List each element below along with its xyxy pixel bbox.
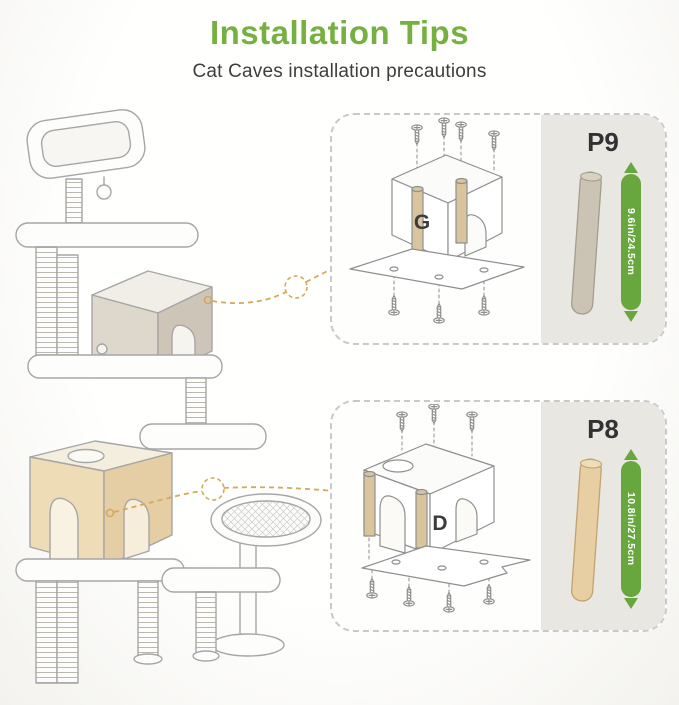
- page-subtitle: Cat Caves installation precautions: [192, 61, 487, 82]
- cave-label-g: G: [414, 211, 430, 234]
- pole-p9-illustration: [571, 171, 603, 315]
- measurement-p8: 10.8in/27.5cm: [620, 449, 642, 609]
- callout-circle: [284, 275, 308, 299]
- callout-connectors: [105, 267, 335, 518]
- support-posts: [363, 470, 428, 549]
- screw-icon: [433, 302, 445, 324]
- cave-g-exploded-diagram: G: [349, 117, 525, 324]
- corner-platform: [139, 423, 267, 450]
- page-title: Installation Tips: [209, 14, 470, 51]
- top-platform: [15, 222, 199, 248]
- part-detail-p9: P9 9.6in/24.5cm: [541, 115, 665, 343]
- round-base: [211, 633, 285, 657]
- screw-icon: [388, 294, 400, 316]
- scratch-post: [35, 580, 58, 684]
- scratch-post: [65, 178, 83, 224]
- cave-label-d: D: [432, 512, 447, 535]
- part-label-p9: P9: [587, 127, 619, 157]
- callout-circle: [201, 477, 225, 501]
- cave-d-box: [363, 443, 495, 555]
- pole-p8-illustration: [571, 458, 603, 602]
- part-detail-p8: P8 10.8in/27.5cm: [541, 402, 665, 630]
- cave-g-box: [391, 154, 503, 262]
- mid-platform: [27, 354, 223, 379]
- screw-icon: [478, 294, 490, 316]
- screw-icon: [403, 585, 415, 607]
- hammock-mesh: [221, 500, 311, 538]
- screw-icon: [438, 117, 450, 139]
- screw-icon: [428, 404, 440, 425]
- screw-icon: [483, 583, 495, 605]
- connector-to-panel-d: [105, 477, 335, 518]
- screws-top: [396, 404, 478, 433]
- screw-icon: [366, 577, 378, 599]
- scratch-post: [185, 377, 207, 425]
- scratch-post: [56, 580, 79, 684]
- cave-arch-opening: [464, 214, 487, 257]
- cave-arch-opening: [379, 495, 406, 554]
- screw-icon: [396, 411, 408, 433]
- connector-to-panel-g: [203, 267, 335, 305]
- arrow-down-icon: [624, 311, 638, 322]
- part-label-p8: P8: [587, 414, 619, 444]
- cave-top-hole: [382, 459, 414, 473]
- arrow-up-icon: [624, 449, 638, 460]
- measurement-label-p9: 9.6in/24.5cm: [621, 174, 641, 310]
- part-visual-p8: 10.8in/27.5cm: [564, 449, 642, 609]
- scratch-post: [137, 580, 159, 658]
- cave-arch-opening: [123, 498, 150, 560]
- top-perch-tray: [26, 109, 146, 179]
- post-base: [192, 650, 220, 662]
- part-visual-p9: 9.6in/24.5cm: [564, 162, 642, 322]
- screw-icon: [488, 130, 500, 152]
- screws-top: [411, 117, 500, 152]
- screws-bottom: [366, 577, 495, 613]
- base-plate: [349, 248, 525, 290]
- post-base: [133, 653, 163, 665]
- base-plate: [361, 545, 531, 587]
- detail-panel-cave-d: D P8 10.8in/27.5cm: [330, 400, 667, 632]
- scratch-post: [56, 254, 79, 356]
- screw-icon: [455, 121, 467, 143]
- cat-tree-illustration: [15, 109, 335, 684]
- arrow-down-icon: [624, 598, 638, 609]
- scratch-post: [35, 246, 58, 356]
- cave-round-hole: [96, 343, 108, 355]
- screw-icon: [411, 124, 423, 146]
- arrow-up-icon: [624, 162, 638, 173]
- measurement-label-p8: 10.8in/27.5cm: [621, 461, 641, 597]
- cave-arch-opening: [49, 497, 79, 569]
- scratch-post: [195, 591, 217, 655]
- hanging-ball: [96, 184, 112, 200]
- step-platform: [161, 567, 281, 593]
- measurement-p9: 9.6in/24.5cm: [620, 162, 642, 322]
- cave-d-exploded-diagram: D: [361, 404, 531, 613]
- screws-bottom: [388, 294, 490, 324]
- lower-platform: [15, 558, 185, 582]
- cave-arch-opening: [455, 498, 478, 543]
- page-header: Installation Tips Cat Caves installation…: [0, 14, 679, 83]
- lower-cat-cave: [29, 440, 173, 569]
- cave-top-hole: [67, 448, 105, 464]
- screw-icon: [466, 411, 478, 433]
- screw-icon: [443, 591, 455, 613]
- detail-panel-cave-g: G P9 9.6in/24.5cm: [330, 113, 667, 345]
